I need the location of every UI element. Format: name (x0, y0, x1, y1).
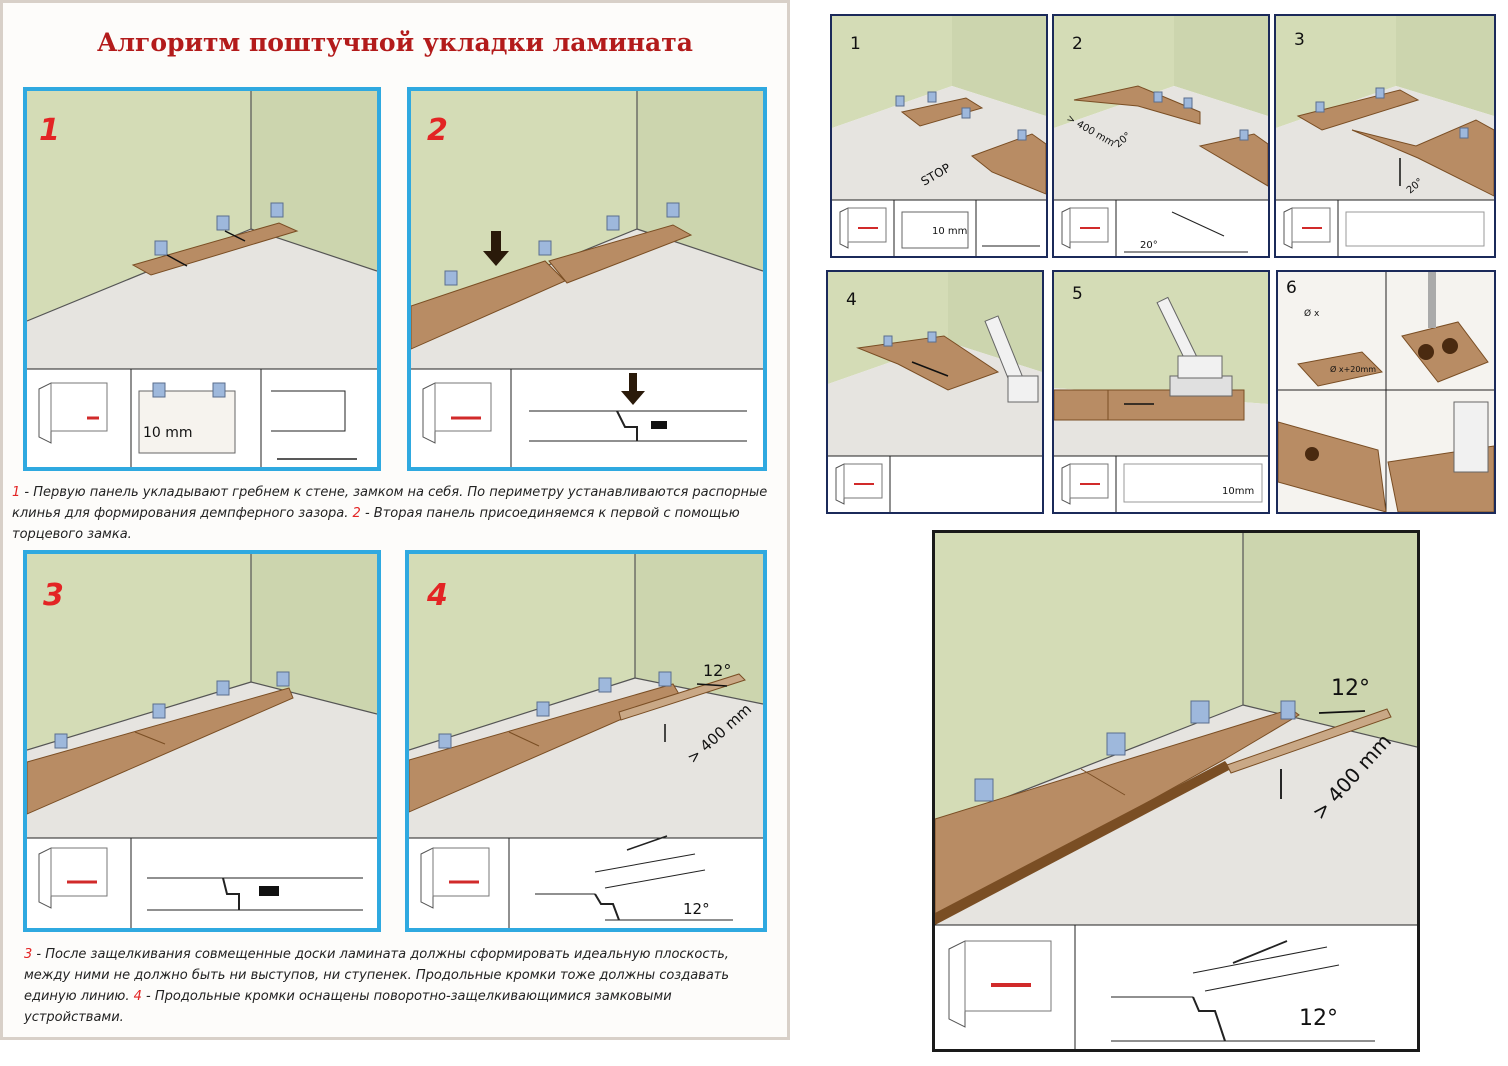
grid-step-5-card: 10mm 5 (1052, 270, 1270, 514)
grid-step-6-dia2: Ø x+20mm (1330, 364, 1376, 374)
desc-step-3-text: - После защелкивания совмещенные доски л… (24, 947, 730, 1004)
grid-step-1-measure: 10 mm (932, 226, 967, 237)
desc-step-2-num: 2 (352, 506, 361, 521)
grid-step-2-number: 2 (1072, 34, 1083, 54)
poster-step-2-card: 2 (407, 87, 767, 471)
step-4-angle: 12° (703, 661, 731, 680)
desc-step-3-num: 3 (24, 947, 33, 962)
step-4-number: 4 (427, 578, 448, 613)
poster-description-1: 1 - Первую панель укладывают гребнем к с… (12, 482, 784, 545)
step-1-illustration: 10 mm (27, 91, 377, 467)
desc-step-1-num: 1 (12, 485, 21, 500)
grid-step-6-card: Ø x Ø x+20mm 6 (1276, 270, 1496, 514)
grid-step-2-card: > 400 mm 20° 20° 2 (1052, 14, 1270, 258)
grid-step-2-detail-angle: 20° (1140, 240, 1158, 251)
grid-step-4-illustration (828, 272, 1042, 512)
desc-step-2-text: - Вторая панель присоединяемся к первой … (12, 506, 740, 542)
step-3-number: 3 (43, 578, 64, 613)
step-4-detail-angle: 12° (683, 900, 710, 918)
grid-step-5-measure: 10mm (1222, 486, 1254, 497)
big-detail-angle: 12° (1299, 1006, 1338, 1031)
poster-step-3-card: 3 (23, 550, 381, 932)
grid-step-1-card: STOP 10 mm 1 (830, 14, 1048, 258)
grid-step-3-card: 20° 3 (1274, 14, 1496, 258)
grid-step-6-number: 6 (1286, 278, 1297, 298)
step-2-number: 2 (427, 113, 448, 148)
grid-step-4-card: 4 (826, 270, 1044, 514)
step-1-number: 1 (39, 113, 60, 148)
poster-step-4-card: 12° > 400 mm 12° 4 (405, 550, 767, 932)
grid-step-5-number: 5 (1072, 284, 1083, 304)
grid-step-6-dia: Ø x (1304, 308, 1320, 319)
grid-step-6-illustration: Ø x Ø x+20mm (1278, 272, 1494, 512)
big-step-4-illustration: 12° > 400 mm 12° (935, 533, 1417, 1049)
grid-step-1-illustration: STOP 10 mm (832, 16, 1046, 256)
grid-step-3-number: 3 (1294, 30, 1305, 50)
desc-step-4-text: - Продольные кромки оснащены поворотно-з… (24, 989, 672, 1025)
grid-step-2-illustration: > 400 mm 20° 20° (1054, 16, 1268, 256)
poster-step-1-card: 10 mm 1 (23, 87, 381, 471)
big-angle: 12° (1331, 676, 1370, 701)
poster-title: Алгоритм поштучной укладки ламината (97, 28, 693, 57)
grid-step-5-illustration: 10mm (1054, 272, 1268, 512)
desc-step-4-num: 4 (133, 989, 142, 1004)
grid-step-4-number: 4 (846, 290, 857, 310)
instruction-poster: Алгоритм поштучной укладки ламината (0, 0, 790, 1040)
step-3-illustration (27, 554, 377, 928)
big-step-4-card: 12° > 400 mm 12° (932, 530, 1420, 1052)
poster-description-2: 3 - После защелкивания совмещенные доски… (24, 944, 772, 1028)
desc-step-1-text: - Первую панель укладывают гребнем к сте… (12, 485, 768, 521)
grid-step-1-number: 1 (850, 34, 861, 54)
step-1-measure: 10 mm (143, 425, 193, 441)
step-4-illustration: 12° > 400 mm 12° (409, 554, 763, 928)
step-2-illustration (411, 91, 763, 467)
grid-step-3-illustration: 20° (1276, 16, 1494, 256)
